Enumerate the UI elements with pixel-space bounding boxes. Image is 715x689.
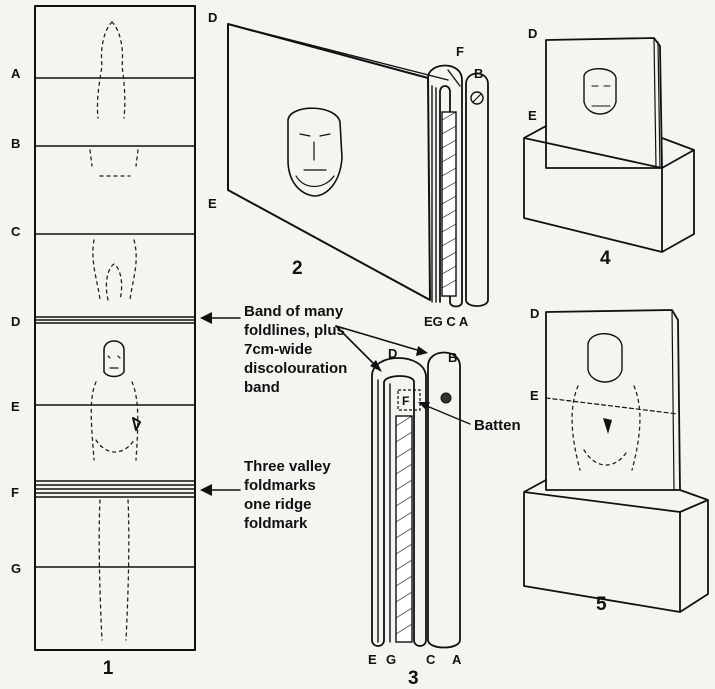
figure-number-1: 1 <box>103 658 114 679</box>
fig2-batten-core <box>441 111 457 297</box>
annotation-folds-line-3: one ridge <box>244 496 312 513</box>
figure-1-strip: A B C D E F G 1 <box>11 5 196 679</box>
fig5-label-d: D <box>530 306 539 321</box>
dorsal-image <box>89 21 139 301</box>
annotation-batten-label: Batten <box>474 417 521 434</box>
fig2-label-f: F <box>456 44 464 59</box>
fig2-label-b: B <box>474 66 483 81</box>
fig3-label-f: F <box>402 394 409 408</box>
strip-label-a: A <box>11 66 21 81</box>
annotation-band-line-4: discolouration <box>244 360 347 377</box>
fig2-label-bottom: EG C A <box>424 314 469 329</box>
annotation-folds-line-1: Three valley <box>244 458 331 475</box>
annotation-folds-line-4: foldmark <box>244 515 308 532</box>
figure-number-2: 2 <box>292 258 303 279</box>
strip-label-b: B <box>11 136 20 151</box>
fig3-label-b: B <box>448 350 457 365</box>
figure-3-cross-section: D B F E G C A 3 <box>368 346 462 689</box>
fig4-face <box>583 68 617 115</box>
annotation-folds-line-2: foldmarks <box>244 477 316 494</box>
figure-number-5: 5 <box>596 594 607 615</box>
strip-label-d: D <box>11 314 20 329</box>
figure-number-3: 3 <box>408 668 419 689</box>
strip-label-c: C <box>11 224 21 239</box>
figure-number-4: 4 <box>600 248 611 269</box>
fig5-figure <box>571 333 641 471</box>
fig2-label-e: E <box>208 196 217 211</box>
band-arrow-fig3-b <box>335 325 425 353</box>
fig3-label-g: G <box>386 652 396 667</box>
annotation-band-line-2: foldlines, plus <box>244 322 345 339</box>
strip-label-f: F <box>11 485 19 500</box>
annotation-band-line-3: 7cm-wide <box>244 341 312 358</box>
annotation-band: Band of many foldlines, plus 7cm-wide di… <box>200 303 428 396</box>
annotation-batten: Batten <box>418 402 521 434</box>
fig5-label-e: E <box>530 388 539 403</box>
fig3-label-e: E <box>368 652 377 667</box>
strip-label-e: E <box>11 399 20 414</box>
fig2-face <box>287 107 343 197</box>
annotation-band-line-1: Band of many <box>244 303 344 320</box>
figure-2-folded-parcel: D E F B EG C A 2 <box>208 10 489 329</box>
figure-5-casket-open: D E 5 <box>523 306 709 615</box>
ventral-image <box>90 340 141 641</box>
fig3-batten-core <box>395 415 413 643</box>
annotation-band-line-5: band <box>244 379 280 396</box>
band-arrow-fig3-d <box>335 325 381 371</box>
fig3-label-c: C <box>426 652 436 667</box>
fig4-label-e: E <box>528 108 537 123</box>
figure-4-casket: D E 4 <box>523 26 695 269</box>
fig3-label-d: D <box>388 346 397 361</box>
fig3-label-a: A <box>452 652 462 667</box>
fig2-label-d: D <box>208 10 217 25</box>
fig4-label-d: D <box>528 26 537 41</box>
strip-label-g: G <box>11 561 21 576</box>
annotation-folds: Three valley foldmarks one ridge foldmar… <box>200 458 331 532</box>
